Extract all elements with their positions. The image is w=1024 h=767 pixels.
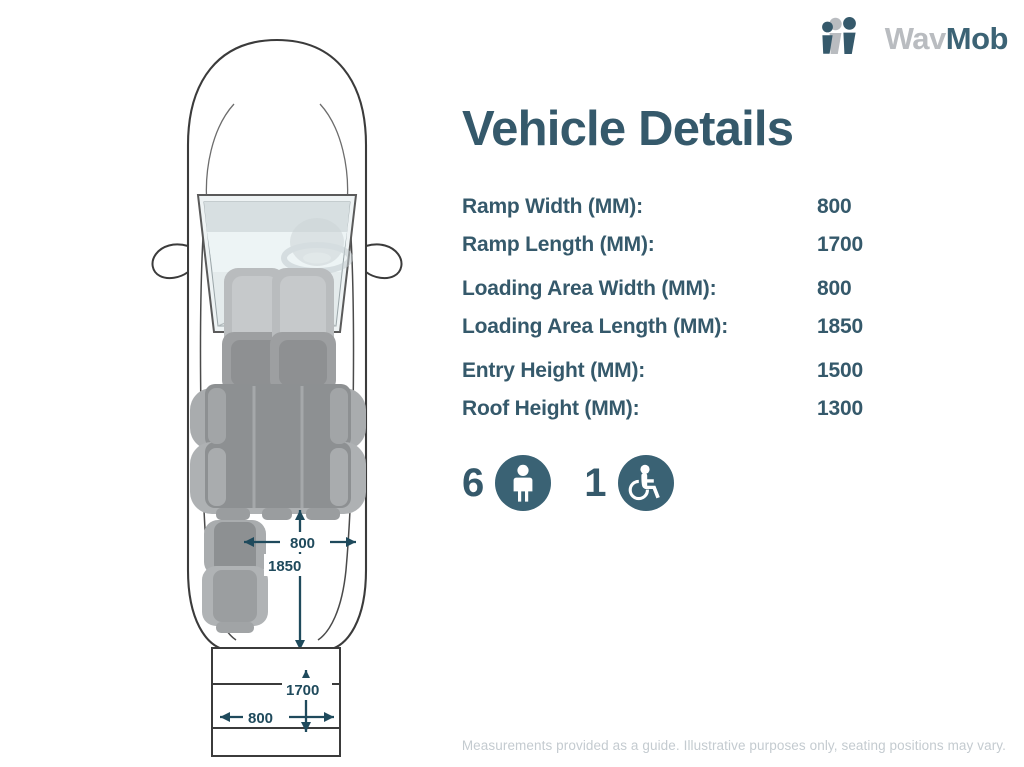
front-seat-right	[270, 268, 336, 392]
spec-label-loading-length: Loading Area Length (MM):	[462, 315, 729, 339]
spec-row: Loading Area Length (MM): 1850	[462, 315, 1008, 339]
spec-label-ramp-length: Ramp Length (MM):	[462, 233, 655, 257]
spec-value-loading-length: 1850	[817, 315, 863, 339]
spec-value-loading-width: 800	[817, 277, 852, 301]
three-people-icon	[821, 16, 877, 61]
spec-value-ramp-width: 800	[817, 195, 852, 219]
vehicle-top-view-diagram: 800 1850 800 1700	[112, 10, 442, 765]
wing-mirror-left	[151, 243, 189, 280]
vehicle-details-panel: Vehicle Details Ramp Width (MM): 800 Ram…	[462, 102, 1008, 512]
wheelchair-capacity: 1	[584, 455, 706, 512]
spec-label-loading-width: Loading Area Width (MM):	[462, 277, 717, 301]
spec-group-heights: Entry Height (MM): 1500 Roof Height (MM)…	[462, 359, 1008, 421]
spec-row: Ramp Length (MM): 1700	[462, 233, 1008, 257]
wheelchair-icon	[617, 455, 674, 512]
spec-value-ramp-length: 1700	[817, 233, 863, 257]
brand-name-first: Wav	[884, 21, 947, 56]
spec-row: Loading Area Width (MM): 800	[462, 277, 1008, 301]
brand-wordmark: WavMob	[884, 21, 1009, 56]
spec-value-roof-height: 1300	[817, 397, 863, 421]
page-title: Vehicle Details	[462, 102, 794, 156]
spec-value-entry-height: 1500	[817, 359, 863, 383]
brand-logo: WavMob	[821, 16, 1009, 61]
middle-row-bench	[190, 384, 366, 520]
seat-count: 6	[462, 461, 485, 506]
dim-loading-length: 1850	[268, 558, 301, 575]
seating-capacity: 6	[462, 455, 584, 512]
wing-mirror-right	[365, 243, 403, 280]
spec-label-ramp-width: Ramp Width (MM):	[462, 195, 643, 219]
dim-ramp-length: 1700	[286, 682, 319, 699]
rear-seat-single	[202, 520, 268, 633]
wheelchair-count: 1	[584, 461, 607, 506]
person-icon	[495, 455, 552, 512]
dim-ramp-width: 800	[248, 710, 273, 727]
spec-row: Entry Height (MM): 1500	[462, 359, 1008, 383]
spec-label-roof-height: Roof Height (MM):	[462, 397, 640, 421]
steering-wheel	[281, 218, 353, 274]
dim-loading-width: 800	[290, 535, 315, 552]
spec-group-ramp: Ramp Width (MM): 800 Ramp Length (MM): 1…	[462, 195, 1008, 257]
disclaimer-text: Measurements provided as a guide. Illust…	[461, 738, 1006, 753]
spec-row: Ramp Width (MM): 800	[462, 195, 1008, 219]
spec-group-loading-area: Loading Area Width (MM): 800 Loading Are…	[462, 277, 1008, 339]
spec-row: Roof Height (MM): 1300	[462, 397, 1008, 421]
brand-name-second: Mob	[945, 21, 1009, 56]
capacity-summary: 6 1	[462, 455, 1008, 512]
spec-label-entry-height: Entry Height (MM):	[462, 359, 646, 383]
